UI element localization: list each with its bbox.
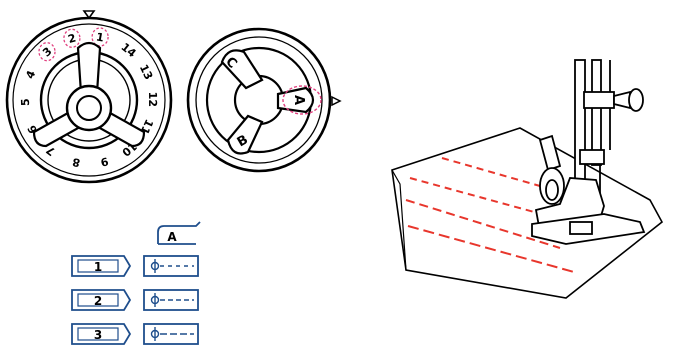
legend-number: 2 — [94, 294, 102, 308]
legend-row: 1 — [71, 255, 199, 277]
legend-number-inner — [77, 293, 119, 307]
fabric — [391, 127, 664, 299]
length-label-a: A — [291, 95, 306, 105]
legend-header-symbol: A — [167, 230, 177, 244]
length-dial: ABC — [186, 27, 342, 173]
stitch-line — [409, 177, 557, 219]
pattern-number-1: 1 — [95, 30, 105, 44]
legend-number-box — [71, 323, 132, 345]
pattern-number-14: 14 — [118, 40, 138, 60]
legend-row: 2 — [71, 289, 199, 311]
pattern-number-highlight — [63, 28, 81, 48]
legend-stitch-box — [143, 289, 199, 311]
stitch-lines — [405, 157, 575, 273]
dial-indicator-icon — [82, 10, 96, 20]
pattern-number-12: 12 — [146, 92, 159, 107]
pattern-number-13: 13 — [137, 62, 155, 81]
pattern-dial-outer-ring — [5, 16, 173, 184]
legend-header-tab — [157, 221, 201, 244]
legend-number: 3 — [94, 328, 102, 342]
length-indicator-icon — [331, 95, 342, 107]
legend-number-box — [71, 255, 132, 277]
pattern-number-3: 3 — [40, 45, 54, 60]
legend-number-box — [71, 289, 132, 311]
presser-foot-scene — [391, 59, 664, 299]
legend-number-inner — [77, 259, 119, 273]
pattern-number-4: 4 — [23, 68, 38, 81]
stitch-line — [441, 157, 541, 187]
length-a-highlight — [282, 85, 322, 115]
legend-stitch-box — [143, 255, 199, 277]
pattern-number-highlight — [38, 42, 56, 62]
legend-number: 1 — [94, 260, 102, 274]
length-arm-a — [276, 86, 315, 114]
stitch-line — [407, 225, 575, 273]
pattern-number-8: 8 — [71, 155, 81, 169]
pattern-number-9: 9 — [99, 154, 110, 168]
length-arm-c — [220, 49, 264, 90]
legend-row: 3 — [71, 323, 199, 345]
length-arm-b — [226, 114, 264, 155]
pattern-number-5: 5 — [19, 98, 32, 106]
legend-number-inner — [77, 327, 119, 341]
pattern-number-2: 2 — [67, 31, 78, 46]
stitch-legend: A 1 2 3 — [71, 221, 201, 345]
legend-stitch-box — [143, 323, 199, 345]
stitch-line — [405, 199, 561, 249]
presser-foot — [531, 134, 646, 245]
pattern-number-highlight — [91, 27, 109, 47]
